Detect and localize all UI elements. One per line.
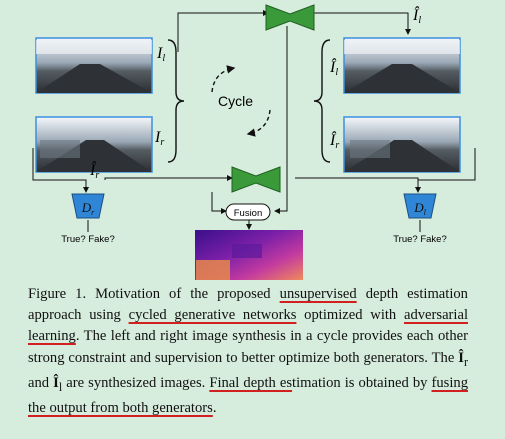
connector-lines [32,10,476,232]
generator-bottom [231,166,281,193]
cycle-arrows [211,65,271,137]
fusion-box: Fusion [225,203,271,221]
svg-text:Dr: Dr [81,200,95,217]
label-I-l: Il [156,45,165,64]
right-brace [313,39,331,163]
left-image-bottom [35,116,153,173]
discriminator-left: Dr [71,193,105,219]
svg-text:Dl: Dl [413,200,426,217]
true-fake-right: True? Fake? [393,234,447,245]
label-Ihat-l-top: Îl [412,5,421,26]
figure-caption: Figure 1. Motivation of the proposed uns… [28,286,468,416]
cycle-label: Cycle [218,93,253,109]
depth-map [195,230,303,280]
generator-top [265,4,315,31]
svg-text:Fusion: Fusion [234,208,263,219]
left-brace [167,39,185,163]
discriminator-right: Dl [403,193,437,219]
label-Ihat-l-right: Îl [329,57,338,78]
label-I-r: Ir [154,129,164,148]
label-Ihat-r-right: Îr [329,130,339,151]
right-image-top [343,37,461,94]
right-image-bottom [343,116,461,173]
label-Ihat-r-bottom: Îr [89,160,99,181]
true-fake-left: True? Fake? [61,234,115,245]
left-image-top [35,37,153,94]
